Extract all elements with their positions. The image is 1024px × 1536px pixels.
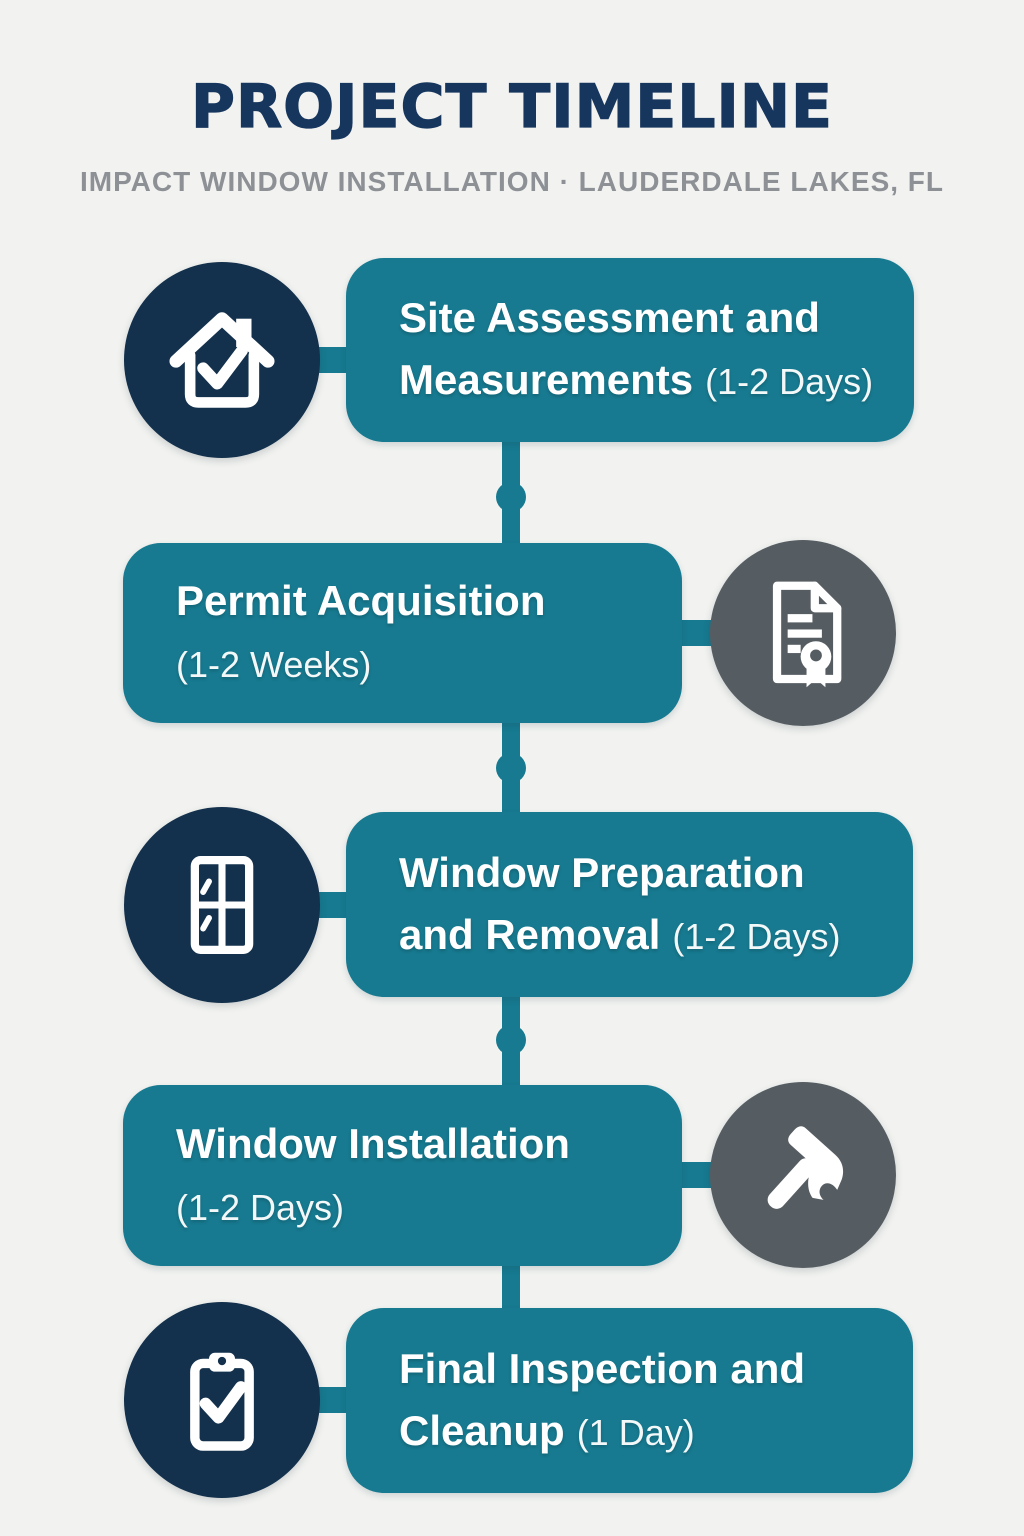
window-icon <box>190 856 254 954</box>
step-duration: (1-2 Days) <box>672 915 841 957</box>
step-title-text: Site Assessment and <box>399 294 820 341</box>
clipboard-check-icon <box>190 1352 254 1451</box>
step-title-text: and Removal <box>399 910 661 958</box>
timeline-step-card: Permit Acquisition (1-2 Weeks) <box>123 543 682 723</box>
step-icon-badge <box>124 1302 320 1498</box>
timeline-step-card: Final Inspection and Cleanup (1 Day) <box>346 1308 913 1493</box>
step-icon-badge <box>710 540 896 726</box>
hammer-icon <box>767 1126 844 1209</box>
step-duration: (1 Day) <box>576 1411 695 1453</box>
timeline-step-card: Window Preparation and Removal (1-2 Days) <box>346 812 913 997</box>
step-title-text: Permit Acquisition <box>176 577 546 624</box>
page-title: PROJECT TIMELINE <box>190 71 834 142</box>
house-check-icon <box>169 312 275 408</box>
timeline-node-dot <box>496 1025 526 1055</box>
step-duration: (1-2 Days) <box>176 1186 345 1228</box>
page-subtitle: IMPACT WINDOW INSTALLATION · LAUDERDALE … <box>79 166 945 197</box>
timeline-step-card: Window Installation (1-2 Days) <box>123 1085 682 1266</box>
step-icon-badge <box>124 807 320 1003</box>
step-icon-badge <box>124 262 320 458</box>
step-duration: (1-2 Days) <box>705 361 874 402</box>
certificate-icon <box>772 581 842 688</box>
step-title-text: Measurements <box>399 356 694 403</box>
step-icon-badge <box>710 1082 896 1268</box>
timeline-step-card: Site Assessment and Measurements (1-2 Day… <box>346 258 914 442</box>
step-title-text: Window Installation <box>176 1119 570 1167</box>
step-title-text: Final Inspection and <box>399 1344 806 1392</box>
timeline-connector <box>502 1264 520 1312</box>
timeline-node-dot <box>496 753 526 783</box>
step-title-text: Cleanup <box>399 1406 565 1454</box>
step-title-text: Window Preparation <box>399 848 805 896</box>
timeline-node-dot <box>496 482 526 512</box>
step-duration: (1-2 Weeks) <box>176 644 372 685</box>
